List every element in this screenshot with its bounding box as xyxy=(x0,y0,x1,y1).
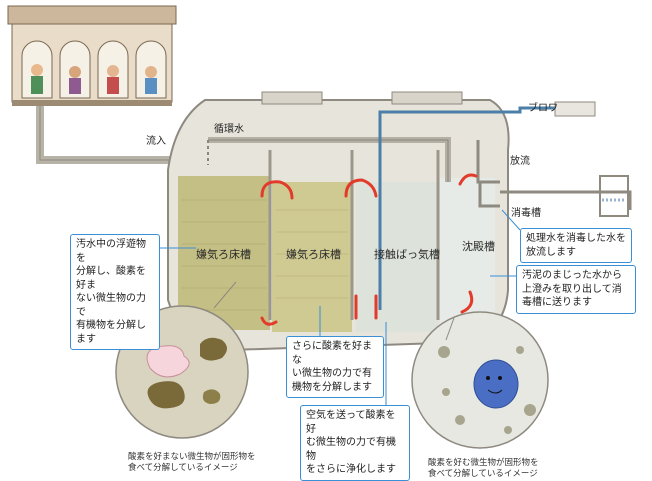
contact-aeration-chamber xyxy=(356,182,438,332)
disinfection-tank-label: 消毒槽 xyxy=(511,208,541,219)
callout-settling: 汚泥のまじった水から 上澄みを取り出して消 毒槽に送ります xyxy=(516,265,636,314)
air-pipe xyxy=(378,106,560,310)
blower-label: ブロワ xyxy=(528,103,558,114)
callout-anaerobic-2: さらに酸素を好まな い微生物の力で有 機物を分解します xyxy=(286,336,384,398)
flow-arrows xyxy=(260,173,478,326)
anaerobic-chamber-2 xyxy=(272,182,352,332)
blower-box xyxy=(554,101,596,117)
callout-disinfection: 処理水を消毒した水を 放流します xyxy=(520,228,632,263)
caption-aerobic-microbes: 酸素を好む微生物が固形物を 食べて分解しているイメージ xyxy=(428,458,539,480)
inflow-label: 流入 xyxy=(146,136,166,147)
anaerobic-tank-1-label: 嫌気ろ床槽 xyxy=(196,248,251,261)
callout-aeration: 空気を送って酸素を好 む微生物の力で有機物 をさらに浄化します xyxy=(300,405,410,481)
partitions xyxy=(268,150,440,320)
anaerobic-tank-2-label: 嫌気ろ床槽 xyxy=(286,248,341,261)
contact-aeration-tank-label: 接触ばっ気槽 xyxy=(374,248,440,261)
settling-chamber xyxy=(440,178,495,328)
aerobic-microbe-circle xyxy=(411,311,549,449)
callout-anaerobic-1: 汚水中の浮遊物を 分解し、酸素を好ま ない微生物の力で 有機物を分解します xyxy=(70,234,160,350)
discharge-pipe xyxy=(476,140,632,210)
caption-anaerobic-microbes: 酸素を好まない微生物が固形物を 食べて分解しているイメージ xyxy=(128,452,256,474)
settling-tank-label: 沈殿槽 xyxy=(462,240,495,253)
inflow-pipe xyxy=(36,106,182,164)
anaerobic-chamber-1 xyxy=(178,176,270,330)
discharge-label: 放流 xyxy=(510,156,530,167)
circulation-water-label: 循環水 xyxy=(214,124,244,135)
house-illustration xyxy=(7,5,177,106)
